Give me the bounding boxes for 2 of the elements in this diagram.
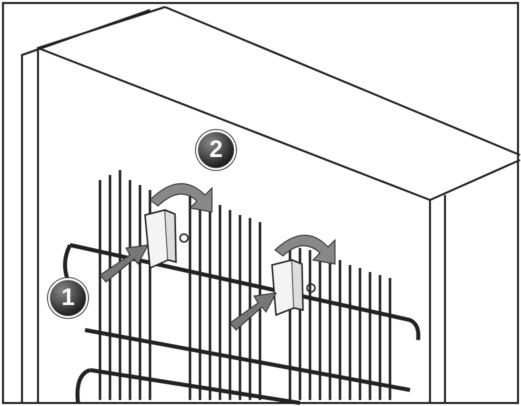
callout-number: 2 — [196, 130, 236, 170]
callout-number: 1 — [48, 278, 88, 318]
